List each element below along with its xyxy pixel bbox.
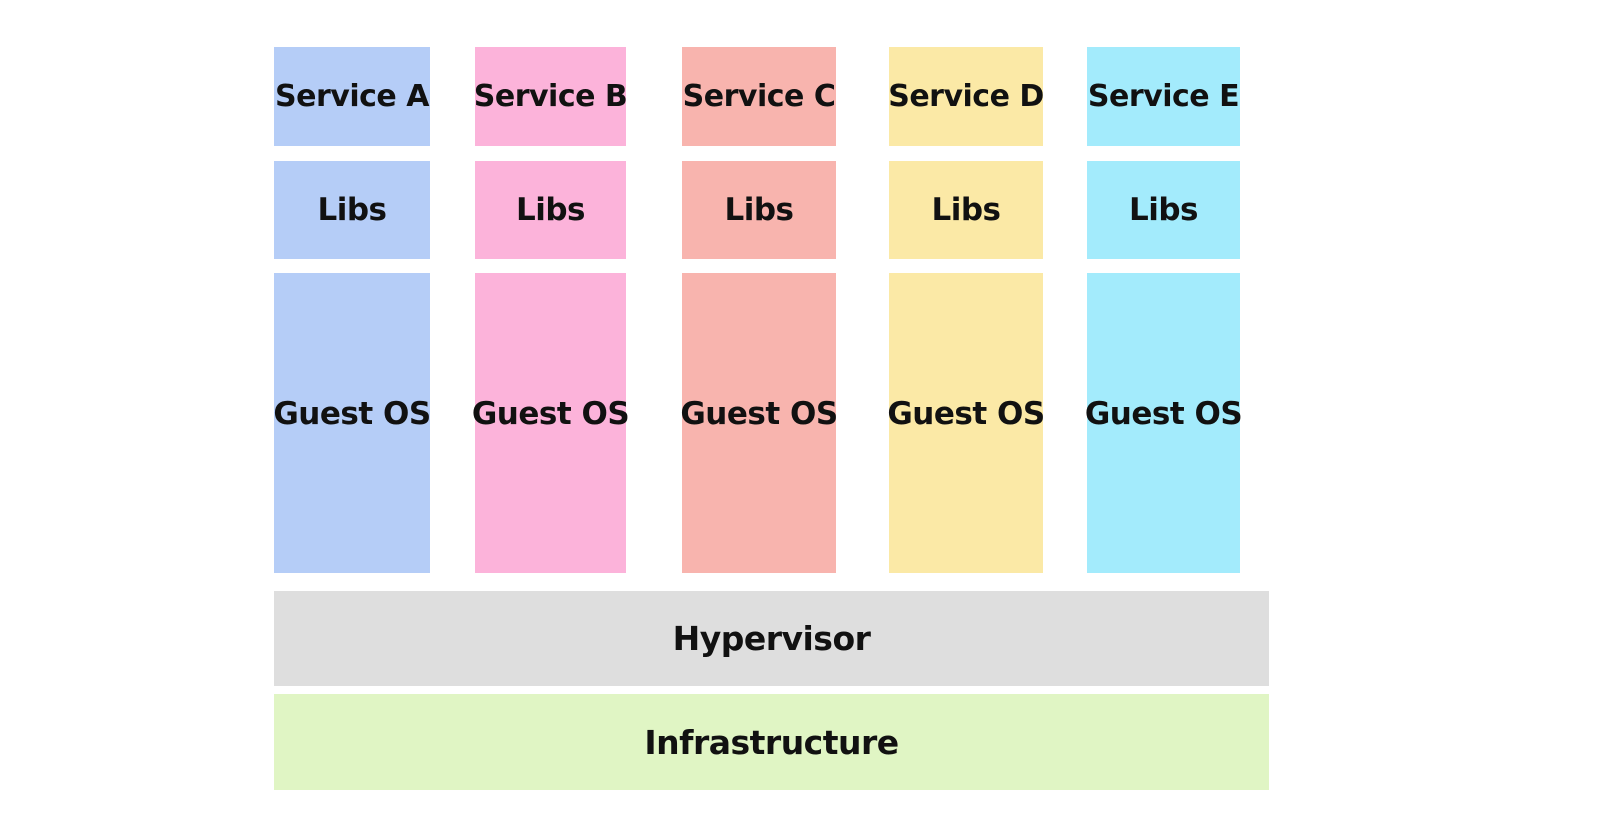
hypervisor-layer: Hypervisor	[274, 591, 1269, 686]
service-e-box: Service E	[1087, 47, 1240, 146]
service-d-guest-os-box: Guest OS	[887, 273, 1045, 573]
service-d-libs-box: Libs	[889, 161, 1043, 259]
service-d-box: Service D	[888, 47, 1044, 146]
service-a-libs-box: Libs	[274, 161, 430, 259]
service-e-guest-os-label: Guest OS	[1084, 396, 1243, 432]
service-b-guest-os-label: Guest OS	[471, 396, 630, 432]
service-a-box: Service A	[274, 47, 430, 146]
service-c-guest-os-box: Guest OS	[680, 273, 838, 573]
service-b-guest-os-box: Guest OS	[471, 273, 630, 573]
service-a-guest-os-label: Guest OS	[273, 396, 431, 432]
service-b-libs-box: Libs	[475, 161, 626, 259]
service-c-box: Service C	[682, 47, 836, 146]
service-e-guest-os-box: Guest OS	[1084, 273, 1243, 573]
infrastructure-layer: Infrastructure	[274, 694, 1269, 790]
service-c-guest-os-label: Guest OS	[680, 396, 838, 432]
service-e-libs-box: Libs	[1087, 161, 1240, 259]
service-c-libs-box: Libs	[682, 161, 836, 259]
service-d-guest-os-label: Guest OS	[887, 396, 1045, 432]
service-b-box: Service B	[474, 47, 628, 146]
service-a-guest-os-box: Guest OS	[273, 273, 431, 573]
